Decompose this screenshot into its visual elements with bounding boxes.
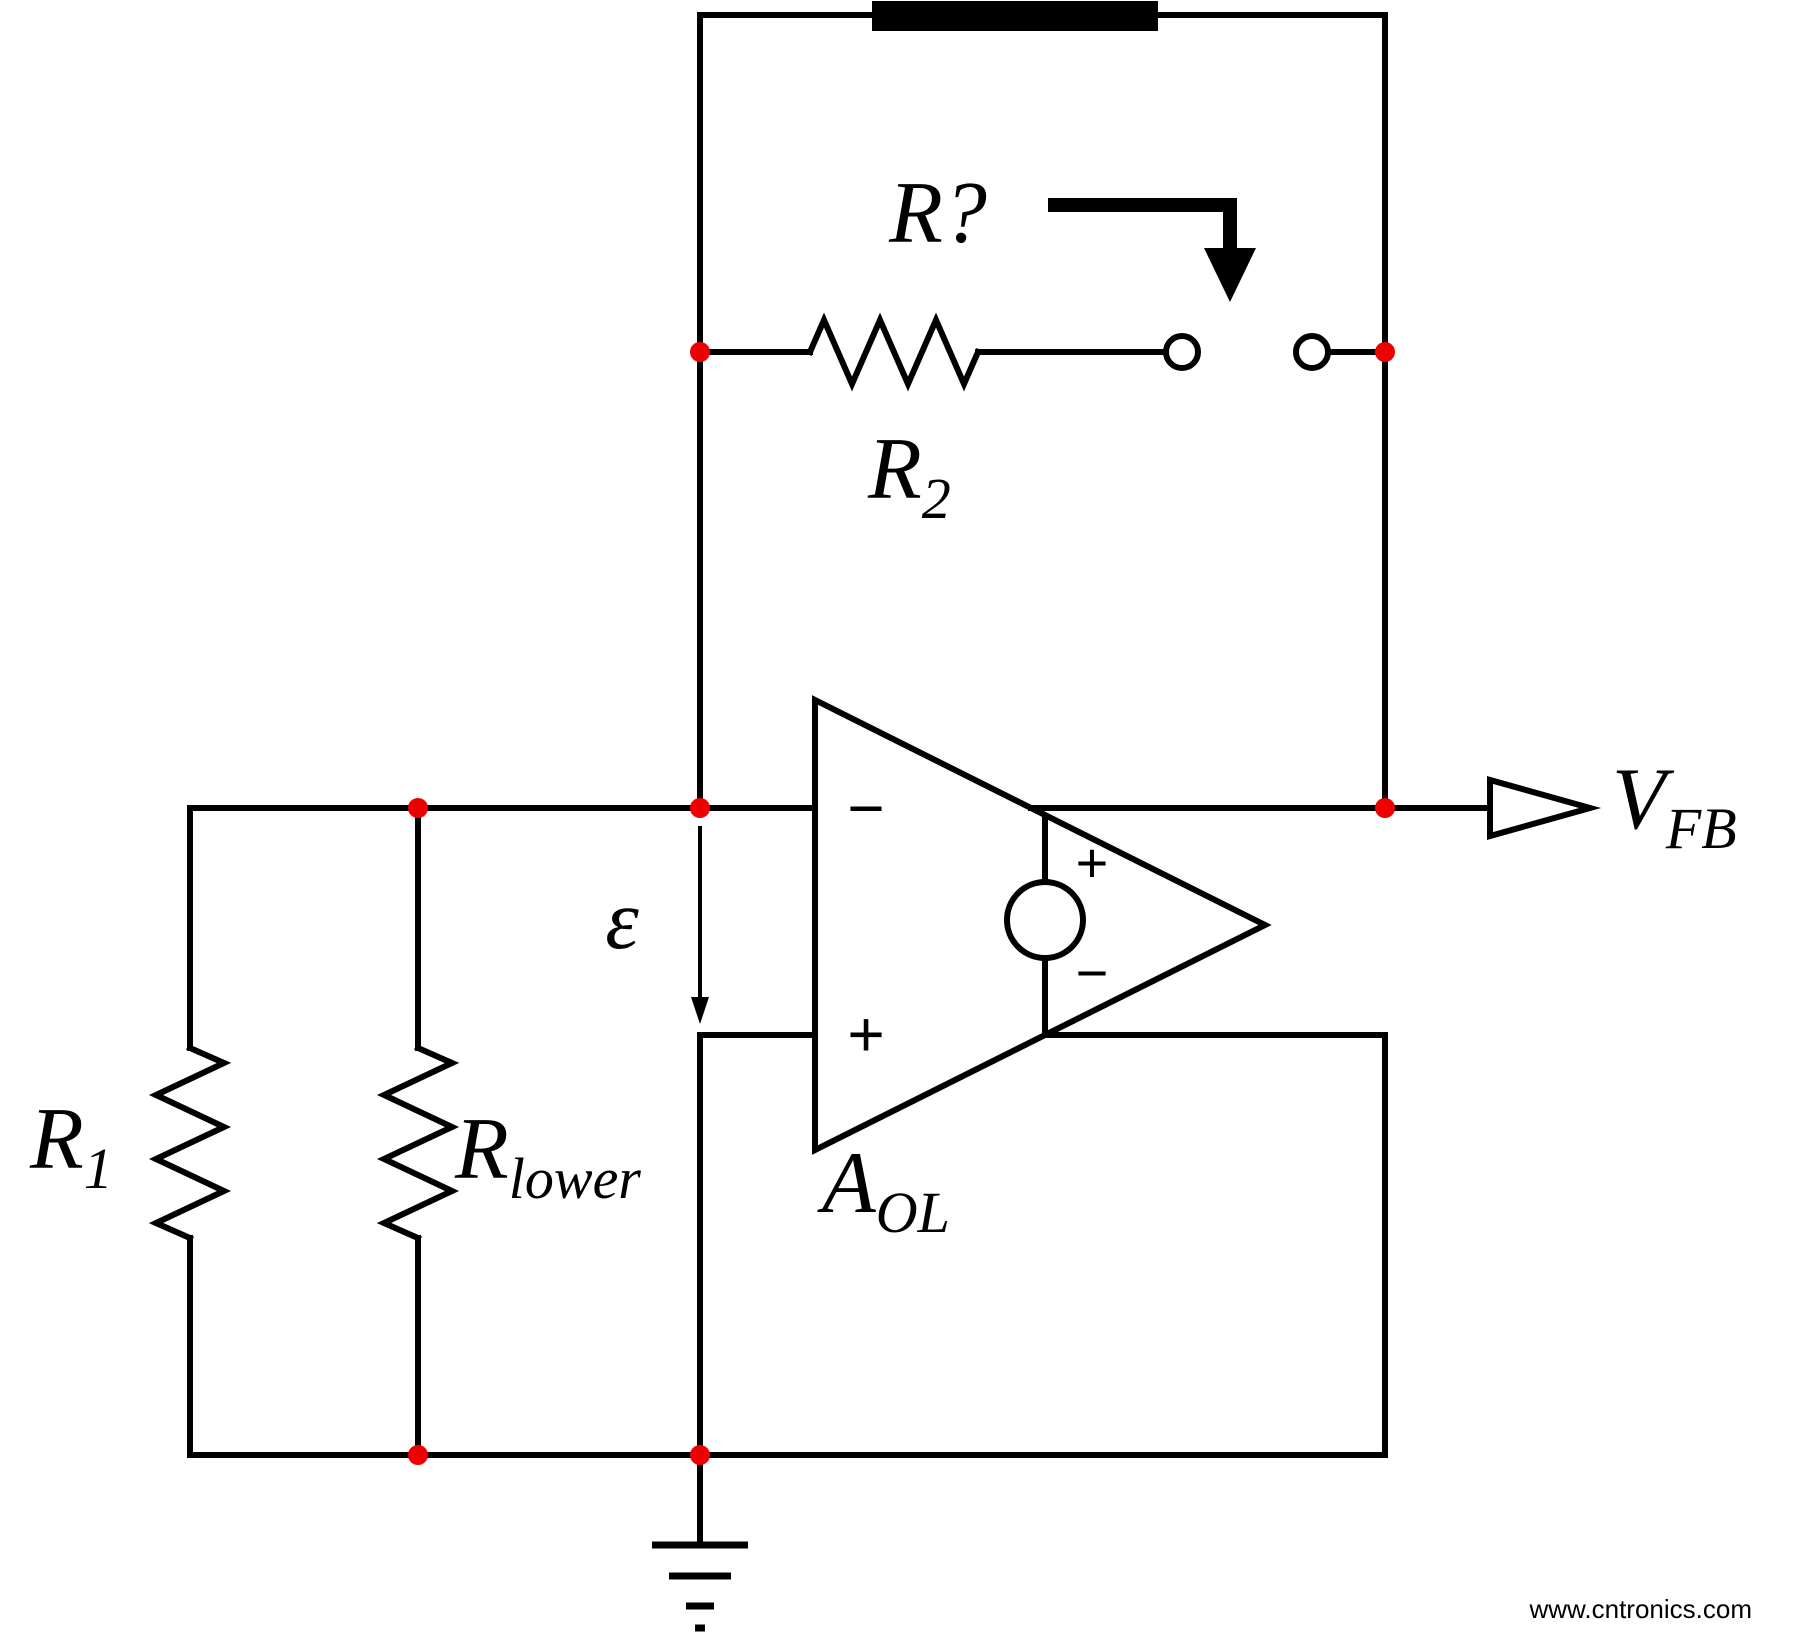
dependent-source-icon [1004,879,1086,961]
source-minus-mark: − [1076,941,1109,1004]
r2-label-sub: 2 [922,466,951,531]
vfb-output-arrow-icon [1487,776,1602,840]
ground-icon [652,1541,748,1632]
node-dot [1375,342,1395,362]
shorting-bar [872,1,1158,31]
node-dot [690,1445,710,1465]
node-dot [408,798,428,818]
node-dot [1375,798,1395,818]
rlower-label: Rlower [454,1101,641,1211]
r-question-label-suffix: ? [943,165,987,262]
r1-label-main: R [29,1091,84,1188]
r2-label-main: R [867,421,922,518]
r-insert-arrow-icon [1048,198,1256,302]
node-dot [408,1445,428,1465]
error-voltage-arrow-icon [691,826,709,1024]
epsilon-label: ε [605,873,639,967]
node-dot [690,798,710,818]
r-question-label: R? [888,165,987,262]
opamp-inverting-mark: − [847,772,884,844]
r1-label: R1 [29,1091,113,1201]
rlower-label-main: R [454,1101,509,1198]
aol-label-main: A [817,1135,877,1232]
aol-label: AOL [817,1135,950,1245]
noninverting-rail-left [697,1032,818,1458]
node-dot [690,342,710,362]
opamp-noninverting-mark: + [847,998,884,1070]
aol-label-sub: OL [876,1180,950,1245]
r-question-label-main: R [888,165,943,262]
vfb-label-main: V [1612,751,1675,848]
vfb-label-sub: FB [1665,796,1737,861]
rlower-label-sub: lower [509,1146,642,1211]
vfb-label: VFB [1612,751,1737,861]
r2-label: R2 [867,421,951,531]
r1-label-sub: 1 [84,1136,113,1201]
opamp: − + + − [812,695,1272,1155]
switch-contact-left-icon [1163,333,1201,371]
source-plus-mark: + [1076,831,1109,894]
connection-nodes [408,342,1395,1465]
switch-contact-right-icon [1293,333,1331,371]
source-return-rail [1042,1032,1388,1458]
watermark-text: www.cntronics.com [1529,1594,1753,1624]
opamp-triangle [812,695,1272,1155]
r1-resistor-symbol [148,1044,232,1242]
rlower-resistor-symbol [376,1044,460,1242]
switch [1163,333,1331,371]
r2-resistor-symbol [806,312,982,392]
top-loop-wire [697,12,1388,811]
wires [148,12,1495,1546]
